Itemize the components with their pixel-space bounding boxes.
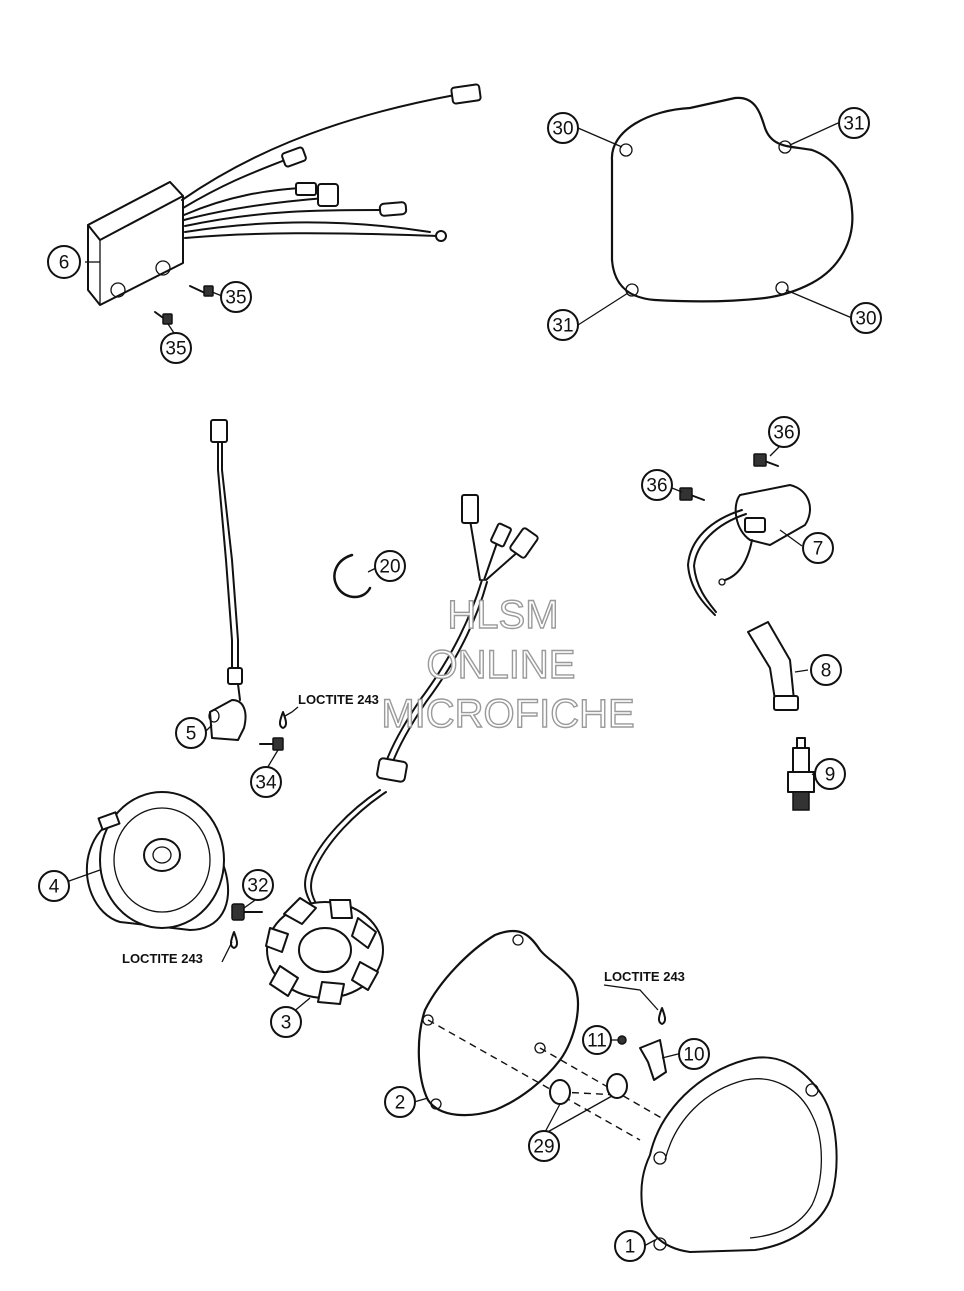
svg-text:36: 36 [646,476,667,497]
callout-31-upper: 31 [838,107,870,139]
callout-34: 34 [250,766,282,798]
cover-gasket-upper [610,96,854,303]
callout-1: 1 [614,1230,646,1262]
callout-32: 32 [242,869,274,901]
callout-30-upper: 30 [547,112,579,144]
callout-6: 6 [47,245,81,279]
pickup-bolt [259,737,284,751]
spark-plug [787,737,815,811]
callout-9: 9 [814,758,846,790]
svg-text:11: 11 [587,1031,607,1052]
ignition-cover [640,1056,838,1253]
callout-36-upper: 36 [768,416,800,448]
svg-text:31: 31 [552,316,573,337]
callout-10: 10 [678,1038,710,1070]
cover-bracket [639,1039,667,1081]
callout-7: 7 [802,532,834,564]
loctite-drop-top [279,711,287,729]
loctite-drop-left [230,931,238,949]
spark-plug-cap [747,621,799,711]
small-screw [617,1035,627,1045]
loctite-label-right: LOCTITE 243 [604,969,685,984]
svg-text:10: 10 [683,1045,704,1066]
circlip [333,553,372,599]
callout-3: 3 [270,1006,302,1038]
callout-29: 29 [528,1130,560,1162]
cdi-wiring-harness [181,83,482,242]
svg-text:35: 35 [165,339,186,360]
svg-text:5: 5 [186,724,197,745]
loctite-label-top: LOCTITE 243 [298,692,379,707]
coil-bolt-upper [753,453,779,467]
loctite-drop-right [658,1007,666,1025]
callout-4: 4 [38,870,70,902]
dowel-pins [549,1073,628,1105]
stator-wiring [304,494,539,908]
svg-text:6: 6 [59,253,70,274]
cdi-unit [87,181,184,306]
svg-text:7: 7 [813,539,824,560]
cdi-bolt-lower [154,311,173,325]
svg-text:32: 32 [247,876,268,897]
svg-text:1: 1 [625,1237,636,1258]
callout-36-lower: 36 [641,469,673,501]
svg-text:9: 9 [825,765,836,786]
svg-text:HLSM: HLSM [447,593,558,637]
callout-20: 20 [374,550,406,582]
coil-bolt-lower [679,487,705,501]
callout-35-lower: 35 [160,332,192,364]
callout-35-upper: 35 [220,281,252,313]
svg-text:34: 34 [255,773,277,794]
ignition-coil [686,484,811,616]
callout-31-lower: 31 [547,309,579,341]
svg-text:4: 4 [49,877,60,898]
svg-text:35: 35 [225,288,246,309]
flywheel [85,791,230,931]
svg-text:31: 31 [843,114,864,135]
svg-text:8: 8 [821,661,832,682]
svg-text:30: 30 [855,309,876,330]
loctite-label-left: LOCTITE 243 [122,951,203,966]
flywheel-nut [231,903,263,921]
svg-text:29: 29 [533,1137,554,1158]
gasket-lower-holes [422,934,546,1110]
svg-text:30: 30 [552,119,573,140]
svg-text:2: 2 [395,1093,406,1114]
cdi-bolt-upper [189,285,214,297]
svg-text:36: 36 [773,423,794,444]
callout-11: 11 [582,1025,612,1055]
watermark: HLSM ONLINE MICROFICHE [381,592,636,736]
callout-30-lower: 30 [850,302,882,334]
svg-text:MICROFICHE: MICROFICHE [381,692,634,736]
gasket-holes [619,140,792,297]
callout-2: 2 [384,1086,416,1118]
assembly-lines [427,1019,666,1141]
svg-text:3: 3 [281,1013,292,1034]
cover-gasket-lower [417,929,580,1117]
pickup-sensor [208,419,247,741]
svg-text:20: 20 [379,557,400,578]
svg-text:ONLINE: ONLINE [427,643,576,687]
stator [265,897,384,1005]
callout-5: 5 [175,717,207,749]
callout-8: 8 [810,654,842,686]
